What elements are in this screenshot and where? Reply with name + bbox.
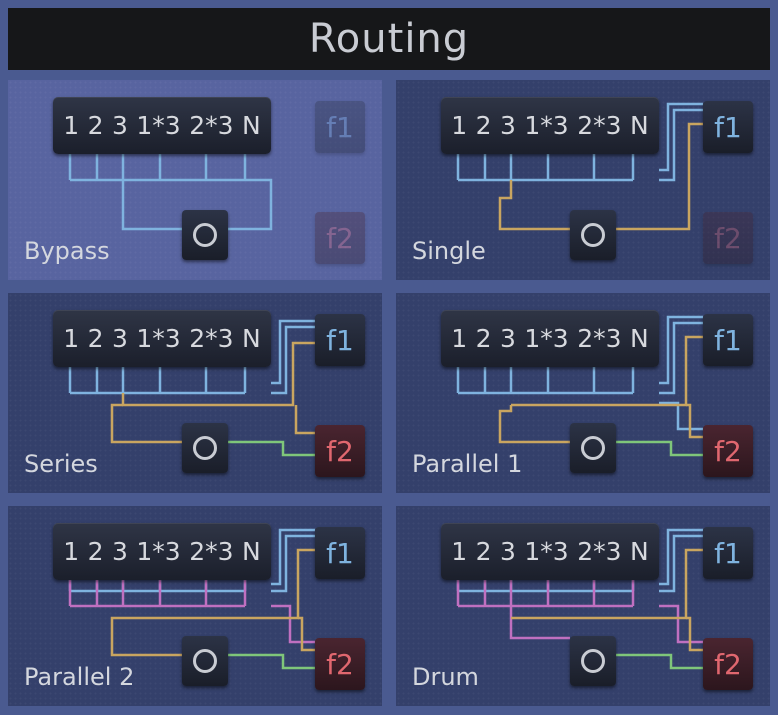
routing-option-label: Bypass <box>24 237 110 265</box>
input-3: 1*3 <box>136 324 181 353</box>
filter-2-box: f2 <box>703 425 753 477</box>
input-4: 2*3 <box>577 111 622 140</box>
input-0: 1 <box>63 324 80 353</box>
input-5: N <box>242 111 261 140</box>
input-0: 1 <box>63 537 80 566</box>
filter-1-box: f1 <box>315 314 365 366</box>
filter-1-label: f1 <box>714 323 742 357</box>
routing-wires <box>456 315 703 457</box>
filter-1-label: f1 <box>326 323 354 357</box>
routing-option-label: Parallel 1 <box>412 450 523 478</box>
output-circle-icon <box>193 649 217 673</box>
filter-1-box: f1 <box>315 101 365 153</box>
routing-option-label: Series <box>24 450 98 478</box>
input-3: 1*3 <box>136 537 181 566</box>
filter-1-label: f1 <box>326 536 354 570</box>
input-2: 3 <box>112 324 128 353</box>
input-1: 2 <box>475 324 492 353</box>
output-node <box>570 636 616 686</box>
routing-wires <box>456 102 703 231</box>
input-1: 2 <box>475 537 492 566</box>
routing-wires <box>68 528 315 670</box>
filter-1-label: f1 <box>714 536 742 570</box>
input-5: N <box>630 111 649 140</box>
output-circle-icon <box>581 223 605 247</box>
input-1: 2 <box>87 324 104 353</box>
output-circle-icon <box>581 436 605 460</box>
filter-2-label: f2 <box>326 434 354 468</box>
input-0: 1 <box>63 111 80 140</box>
output-node <box>182 636 228 686</box>
routing-option-label: Drum <box>412 663 479 691</box>
input-0: 1 <box>451 111 468 140</box>
filter-2-label: f2 <box>714 647 742 681</box>
input-3: 1*3 <box>524 111 569 140</box>
routing-option-label: Single <box>412 237 486 265</box>
filter-2-box: f2 <box>703 212 753 264</box>
output-node <box>570 210 616 260</box>
filter-2-label: f2 <box>326 647 354 681</box>
input-4: 2*3 <box>577 537 622 566</box>
routing-wires <box>68 319 315 457</box>
routing-title: Routing <box>308 16 470 62</box>
filter-2-box: f2 <box>315 425 365 477</box>
input-2: 3 <box>500 324 516 353</box>
filter-1-box: f1 <box>315 527 365 579</box>
input-2: 3 <box>112 537 128 566</box>
input-1: 2 <box>475 111 492 140</box>
input-1: 2 <box>87 111 104 140</box>
output-circle-icon <box>193 223 217 247</box>
routing-wires <box>456 528 703 670</box>
output-node <box>182 210 228 260</box>
routing-wires <box>68 154 273 231</box>
filter-2-label: f2 <box>714 221 742 255</box>
input-4: 2*3 <box>189 111 234 140</box>
input-0: 1 <box>451 324 468 353</box>
filter-2-box: f2 <box>315 212 365 264</box>
input-0: 1 <box>451 537 468 566</box>
input-3: 1*3 <box>524 324 569 353</box>
output-circle-icon <box>581 649 605 673</box>
input-4: 2*3 <box>189 324 234 353</box>
input-5: N <box>242 537 261 566</box>
input-3: 1*3 <box>524 537 569 566</box>
input-2: 3 <box>500 111 516 140</box>
input-4: 2*3 <box>577 324 622 353</box>
output-node <box>182 423 228 473</box>
filter-2-label: f2 <box>326 221 354 255</box>
input-1: 2 <box>87 537 104 566</box>
filter-1-box: f1 <box>703 527 753 579</box>
filter-2-box: f2 <box>703 638 753 690</box>
routing-header: Routing <box>8 8 770 70</box>
input-5: N <box>630 537 649 566</box>
input-4: 2*3 <box>189 537 234 566</box>
routing-option-label: Parallel 2 <box>24 663 135 691</box>
input-5: N <box>242 324 261 353</box>
filter-1-label: f1 <box>714 110 742 144</box>
filter-2-box: f2 <box>315 638 365 690</box>
input-2: 3 <box>112 111 128 140</box>
output-node <box>570 423 616 473</box>
input-2: 3 <box>500 537 516 566</box>
filter-2-label: f2 <box>714 434 742 468</box>
filter-1-label: f1 <box>326 110 354 144</box>
input-3: 1*3 <box>136 111 181 140</box>
filter-1-box: f1 <box>703 314 753 366</box>
output-circle-icon <box>193 436 217 460</box>
filter-1-box: f1 <box>703 101 753 153</box>
input-5: N <box>630 324 649 353</box>
